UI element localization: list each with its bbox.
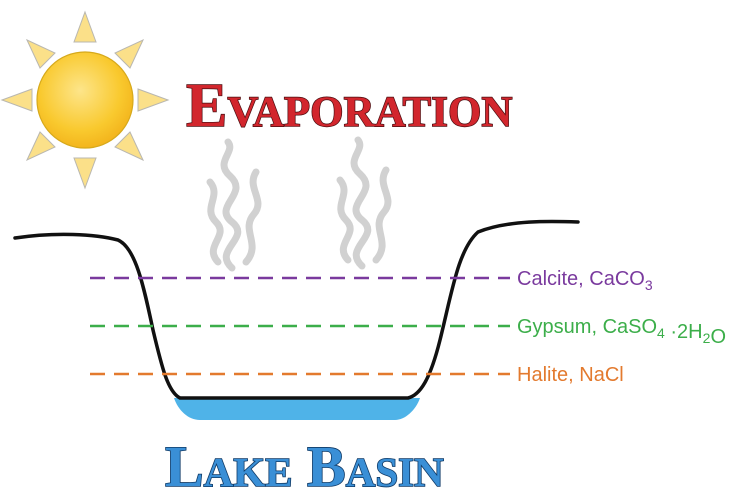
basin-label: Lake Basin — [165, 434, 444, 499]
mineral-name: Calcite, — [517, 268, 589, 290]
lake-water — [174, 398, 420, 420]
sun-icon — [0, 10, 170, 190]
basin-outline — [13, 219, 580, 400]
calcite-label: Calcite, CaCO3 — [517, 268, 653, 293]
title: Evaporation — [186, 72, 512, 140]
mineral-name: Gypsum, — [517, 316, 603, 338]
mineral-name: Halite, — [517, 364, 579, 386]
halite-label: Halite, NaCl — [517, 364, 624, 386]
gypsum-label: Gypsum, CaSO4 ·2H2O — [517, 316, 726, 348]
vapor-icon — [206, 136, 392, 272]
